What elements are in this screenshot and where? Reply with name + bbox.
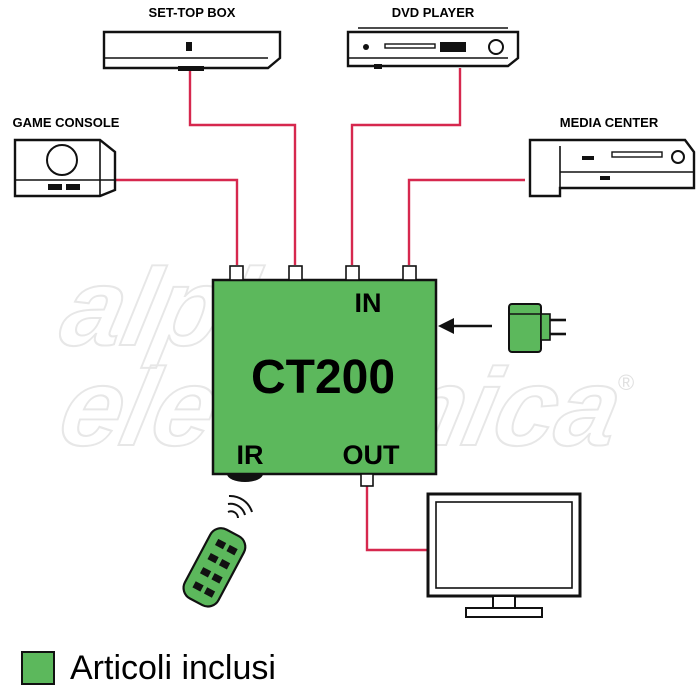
ir-label: IR — [237, 440, 264, 470]
legend-text: Articoli inclusi — [70, 649, 276, 687]
remote-control-icon — [182, 527, 247, 608]
ct200-box — [211, 278, 438, 476]
legend: Articoli inclusi — [21, 649, 276, 687]
ct200-switch: IN CT200 IR OUT — [211, 265, 438, 487]
remote-control — [182, 494, 253, 608]
dvd-player: DVD PLAYER — [346, 5, 520, 69]
cable-media-center — [407, 178, 525, 265]
power-arrow-head-icon — [438, 318, 454, 334]
cable-game-console — [115, 178, 239, 265]
set-top-box: SET-TOP BOX — [102, 5, 282, 71]
cables — [115, 68, 525, 552]
input-port-1 — [229, 265, 244, 281]
watermark-registered-mark: ® — [618, 370, 634, 395]
input-port-3 — [345, 265, 360, 281]
media-center-knob-icon — [671, 150, 685, 164]
game-console: GAME CONSOLE — [13, 115, 120, 198]
power-adapter-icon — [508, 303, 542, 353]
monitor — [426, 492, 582, 618]
cable-set-top-box — [188, 68, 297, 265]
set-top-box-slot-icon — [186, 42, 192, 51]
game-console-label: GAME CONSOLE — [13, 115, 120, 130]
media-center: MEDIA CENTER — [528, 115, 696, 198]
monitor-screen — [426, 492, 582, 598]
dvd-tray-icon — [384, 43, 436, 49]
dvd-player-label: DVD PLAYER — [392, 5, 475, 20]
media-center-tray-icon — [611, 151, 663, 158]
power-adapter — [438, 303, 566, 353]
input-port-4 — [402, 265, 417, 281]
monitor-stand — [465, 607, 543, 618]
out-label: OUT — [343, 440, 401, 470]
cable-monitor — [365, 480, 428, 552]
dvd-display-icon — [440, 42, 466, 52]
legend-swatch — [21, 651, 55, 685]
set-top-box-label: SET-TOP BOX — [149, 5, 236, 20]
game-console-disc-icon — [46, 144, 78, 176]
dvd-player-body — [346, 30, 520, 68]
media-center-body — [528, 138, 696, 198]
output-port — [360, 473, 374, 487]
ir-signal-icon — [227, 494, 253, 519]
cable-dvd-player — [350, 68, 462, 265]
in-label: IN — [355, 288, 382, 318]
dvd-knob-icon — [488, 39, 504, 55]
media-center-label: MEDIA CENTER — [560, 115, 659, 130]
ct200-model-label: CT200 — [251, 351, 395, 404]
input-port-2 — [288, 265, 303, 281]
